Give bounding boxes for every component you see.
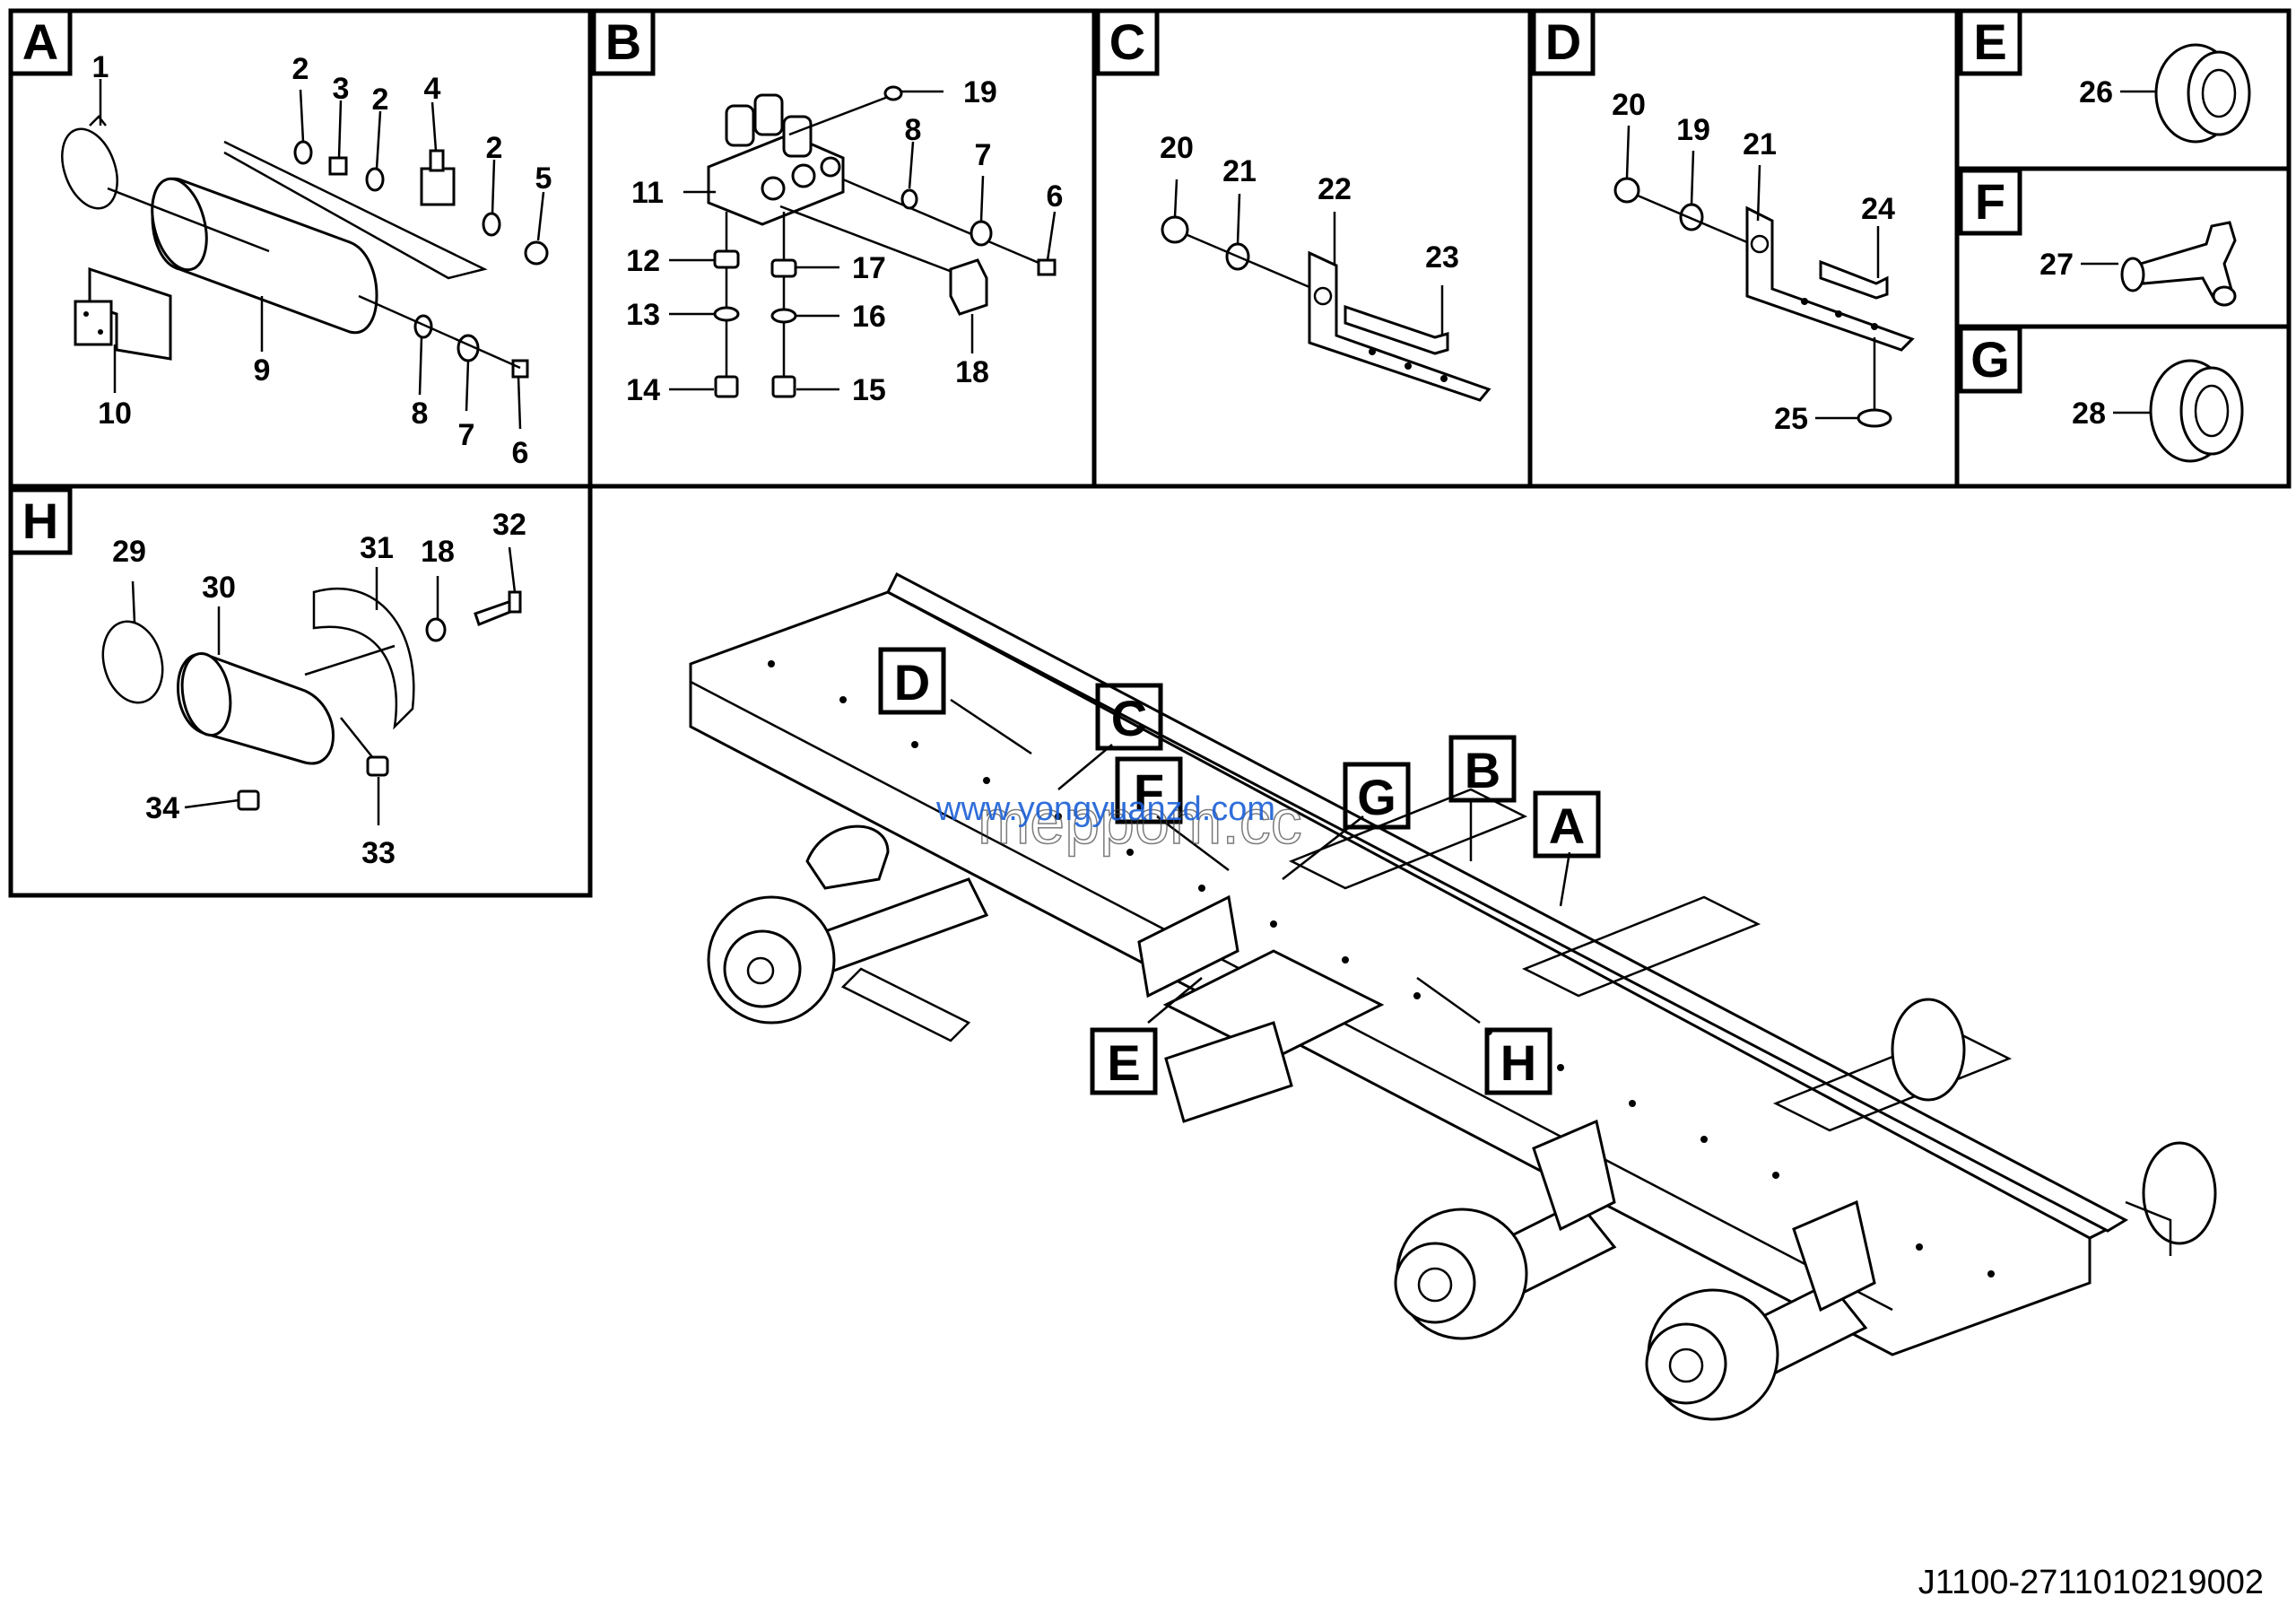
panel-a-callout: 1 [92, 50, 109, 84]
chassis-tag-a: A [1549, 798, 1585, 854]
panel-h-callout: 29 [112, 535, 146, 569]
panel-h-callout: 18 [421, 535, 455, 569]
panel-h-drawing: 29 30 31 18 32 34 33 [101, 508, 526, 870]
panel-d-callout: 25 [1774, 402, 1808, 436]
panel-g-letter: G [1970, 331, 2010, 388]
panel-f-letter: F [1975, 173, 2005, 230]
chassis-tag-g: G [1357, 769, 1396, 825]
panel-h-callout: 32 [492, 508, 526, 542]
panel-e-callout: 26 [2079, 75, 2113, 109]
panel-b-frame [587, 8, 1097, 489]
panel-c-drawing: 20 21 22 23 [1160, 131, 1492, 402]
panel-a-callout: 8 [412, 397, 429, 431]
panel-b-callout: 11 [631, 176, 664, 210]
panel-g-frame [1954, 324, 2292, 489]
panel-a-drawing: 1 2 3 2 4 2 5 9 10 8 7 6 [61, 50, 552, 470]
panel-letter-tags: A B C D E F G H [8, 8, 2022, 555]
chassis-tag-f: F [1134, 763, 1164, 820]
chassis-tag-d: D [894, 654, 930, 711]
panel-b-callout: 17 [852, 251, 886, 285]
panel-d-callout: 24 [1861, 192, 1895, 226]
panel-f-frame [1954, 166, 2292, 329]
panel-d-drawing: 20 19 21 24 25 [1612, 88, 1915, 436]
chassis-assembly: D C F G B A E H [689, 571, 2217, 1421]
panel-a-callout: 4 [424, 72, 441, 106]
panel-h-callout: 30 [202, 571, 236, 605]
chassis-tag-b: B [1465, 742, 1500, 798]
chassis-tag-e: E [1107, 1034, 1140, 1091]
panel-a-callout: 2 [372, 83, 389, 117]
panel-b-callout: 7 [975, 138, 992, 172]
panel-a-callout: 5 [535, 161, 552, 196]
panel-b-callout: 14 [626, 373, 660, 407]
panel-d-callout: 20 [1612, 88, 1646, 122]
panel-e-letter: E [1973, 13, 2006, 70]
panel-a-letter: A [22, 13, 58, 70]
panel-a-callout: 7 [458, 418, 475, 452]
panel-b-callout: 15 [852, 373, 886, 407]
panel-d-letter: D [1545, 13, 1581, 70]
panel-h-frame [8, 484, 593, 898]
panel-b-callout: 13 [626, 298, 660, 332]
panel-c-letter: C [1109, 13, 1145, 70]
watermark-url: www.yongyuanzd.com [935, 790, 1275, 828]
panel-a-callout: 10 [98, 397, 132, 431]
panel-b-callout: 16 [852, 300, 886, 334]
watermark-brand: meppom.cc [978, 787, 1302, 857]
panel-b-callout: 8 [905, 113, 922, 147]
panel-b-letter: B [605, 13, 641, 70]
panel-b-callout: 6 [1047, 179, 1064, 214]
panel-h-callout: 33 [361, 836, 396, 870]
panel-h-callout: 34 [145, 791, 179, 825]
chassis-tag-h: H [1500, 1034, 1536, 1091]
chassis-tag-c: C [1111, 690, 1147, 746]
panel-b-callout: 18 [955, 355, 989, 389]
panel-a-callout: 6 [512, 436, 529, 470]
panel-h-letter: H [22, 493, 58, 549]
panel-frames [8, 8, 2292, 898]
panel-g-callout: 28 [2072, 397, 2106, 431]
panel-h-callout: 31 [360, 531, 394, 565]
panel-a-callout: 3 [333, 72, 350, 106]
panel-a-callout: 9 [254, 353, 271, 388]
panel-c-callout: 23 [1425, 240, 1459, 275]
panel-c-frame [1091, 8, 1533, 489]
panel-f-callout: 27 [2039, 248, 2074, 282]
panel-d-callout: 19 [1676, 113, 1710, 147]
panel-b-drawing: 19 8 7 6 11 12 17 13 16 14 15 18 [626, 75, 1063, 407]
chassis-location-tags: D C F G B A E H [878, 647, 1601, 1095]
document-number: J1100-2711010219002 [1918, 1564, 2264, 1601]
panel-b-callout: 12 [626, 244, 660, 278]
panel-c-callout: 20 [1160, 131, 1194, 165]
panel-c-callout: 22 [1318, 172, 1352, 206]
panel-d-frame [1527, 8, 1960, 489]
panel-b-callout: 19 [963, 75, 997, 109]
panel-efg-drawing: 26 27 28 [2039, 43, 2251, 463]
panel-a-callout: 2 [292, 52, 309, 86]
panel-c-callout: 21 [1222, 154, 1257, 188]
panel-d-callout: 21 [1743, 127, 1777, 161]
panel-a-callout: 2 [486, 131, 503, 165]
